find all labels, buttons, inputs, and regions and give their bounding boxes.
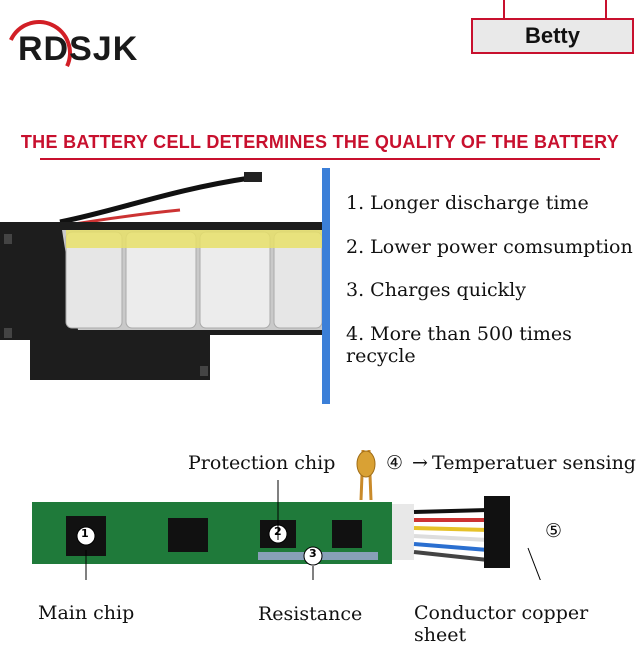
battery-pack-illustration [0, 172, 323, 380]
battery-cells [65, 230, 323, 329]
seller-tag: Betty [471, 18, 634, 54]
resistance-label: Resistance [258, 603, 363, 625]
tag-hanger [503, 0, 607, 20]
logo-text: RDSJK [18, 30, 139, 68]
conductor-copper-sheet-label: Conductor copper sheet [414, 602, 589, 646]
feature-item: 4. More than 500 times recycle [346, 323, 572, 367]
feature-item: 2. Lower power comsumption [346, 236, 633, 258]
conductor-marker-5: ⑤ [545, 520, 563, 542]
pcb-illustration [32, 449, 541, 580]
feature-item: 3. Charges quickly [346, 279, 526, 301]
arrow-right-icon: → [412, 452, 428, 474]
protection-chip-label: Protection chip [188, 452, 336, 474]
main-chip-label: Main chip [38, 602, 135, 624]
temperature-sensing-label: Temperatuer sensing [432, 452, 636, 474]
feature-item: 1. Longer discharge time [346, 192, 589, 214]
temp-marker-4: ④ [386, 452, 404, 474]
marker-1: 1 [81, 527, 89, 540]
headline-underline [40, 158, 600, 160]
marker-2: 2 [274, 525, 282, 538]
accent-divider-bar [322, 168, 330, 404]
marker-3: 3 [309, 547, 317, 560]
headline: THE BATTERY CELL DETERMINES THE QUALITY … [20, 132, 620, 152]
